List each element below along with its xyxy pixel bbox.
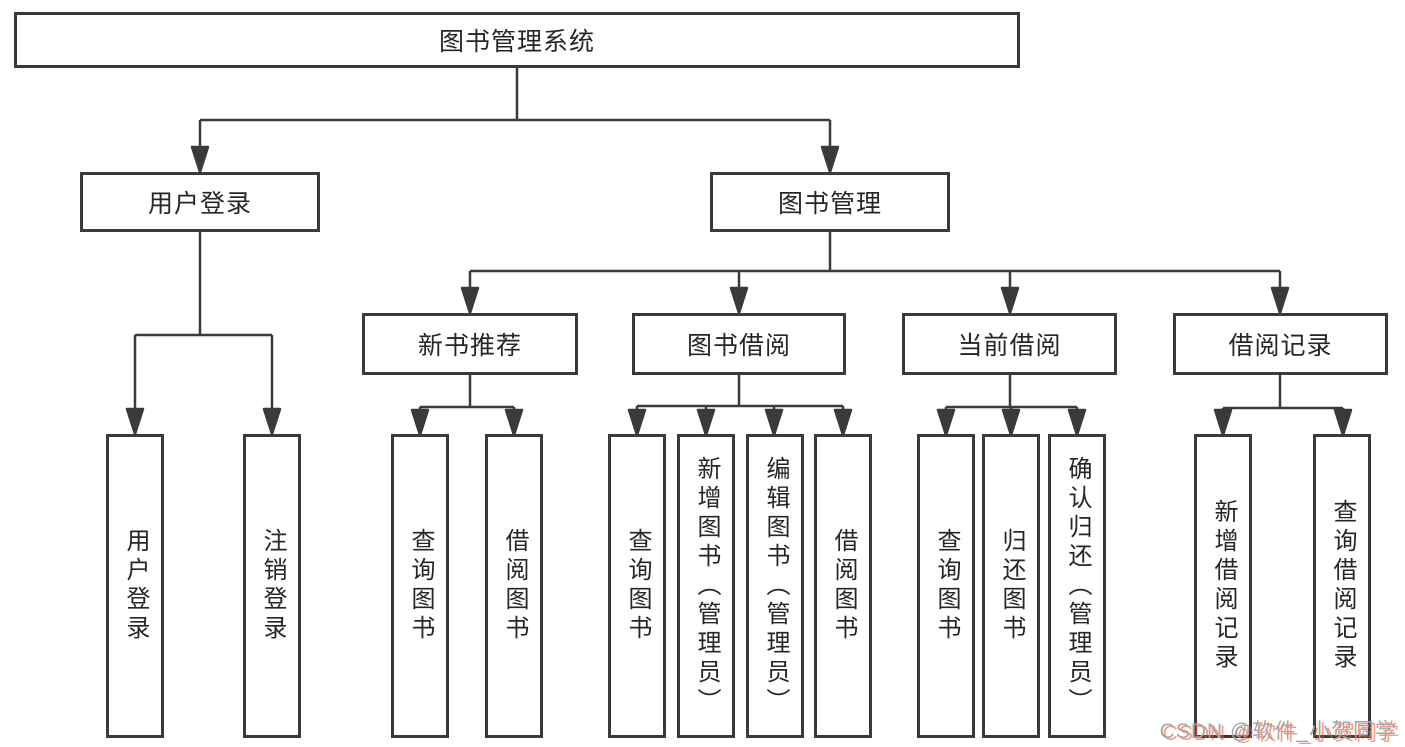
- connector-root-to-level2: [190, 68, 840, 174]
- node-current-borrowing: 当前借阅: [902, 313, 1117, 375]
- node-label: 用户登录: [147, 190, 252, 218]
- leaf-records-query-borrow-record: 查询借阅记录: [1313, 434, 1371, 738]
- leaf-borrow-borrow-books: 借阅图书: [814, 434, 872, 738]
- connector-newbook-to-leaves: [410, 375, 524, 437]
- node-book-borrowing: 图书借阅: [632, 313, 846, 375]
- leaf-current-return-books: 归还图书: [982, 434, 1040, 738]
- node-label: 当前借阅: [957, 332, 1062, 360]
- node-label: 图书管理系统: [438, 28, 595, 56]
- node-library-management-system: 图书管理系统: [14, 12, 1020, 68]
- node-label: 图书借阅: [686, 332, 791, 360]
- leaf-current-query-books: 查询图书: [917, 434, 975, 738]
- leaf-label: 编辑图书（管理员）: [762, 455, 789, 717]
- node-book-management: 图书管理: [710, 172, 950, 232]
- leaf-label: 借阅图书: [501, 528, 528, 644]
- node-label: 新书推荐: [417, 332, 522, 360]
- leaf-records-add-borrow-record: 新增借阅记录: [1194, 434, 1252, 738]
- leaf-label: 新增图书（管理员）: [693, 455, 720, 717]
- leaf-label: 查询图书: [407, 528, 434, 644]
- connector-current-to-leaves: [936, 375, 1087, 437]
- leaf-borrow-edit-books-admin: 编辑图书（管理员）: [746, 434, 804, 738]
- connector-user-to-leaves: [125, 232, 282, 436]
- leaf-borrow-add-books-admin: 新增图书（管理员）: [677, 434, 735, 738]
- leaf-label: 查询借阅记录: [1329, 499, 1356, 673]
- leaf-newbook-borrow-books: 借阅图书: [485, 434, 543, 738]
- node-label: 借阅记录: [1228, 332, 1333, 360]
- node-borrowing-records: 借阅记录: [1173, 313, 1388, 375]
- leaf-label: 归还图书: [998, 528, 1025, 644]
- leaf-user-login: 用户登录: [106, 434, 164, 738]
- csdn-watermark: CSDN @软件_小贺同学: [1159, 720, 1397, 743]
- node-user-login: 用户登录: [80, 172, 320, 232]
- connector-borrow-to-leaves: [627, 375, 853, 437]
- leaf-label: 查询图书: [933, 528, 960, 644]
- node-label: 图书管理: [777, 190, 882, 218]
- connector-mgmt-to-level3: [460, 232, 1290, 315]
- leaf-label: 确认归还（管理员）: [1064, 455, 1091, 717]
- node-new-book-recommendation: 新书推荐: [362, 313, 578, 375]
- leaf-borrow-query-books: 查询图书: [608, 434, 666, 738]
- leaf-current-confirm-return-admin: 确认归还（管理员）: [1048, 434, 1106, 738]
- leaf-label: 注销登录: [259, 528, 286, 644]
- leaf-label: 借阅图书: [830, 528, 857, 644]
- leaf-logout: 注销登录: [243, 434, 301, 738]
- leaf-label: 查询图书: [624, 528, 651, 644]
- leaf-label: 用户登录: [122, 528, 149, 644]
- connector-records-to-leaves: [1213, 375, 1353, 437]
- leaf-label: 新增借阅记录: [1210, 499, 1237, 673]
- leaf-newbook-query-books: 查询图书: [391, 434, 449, 738]
